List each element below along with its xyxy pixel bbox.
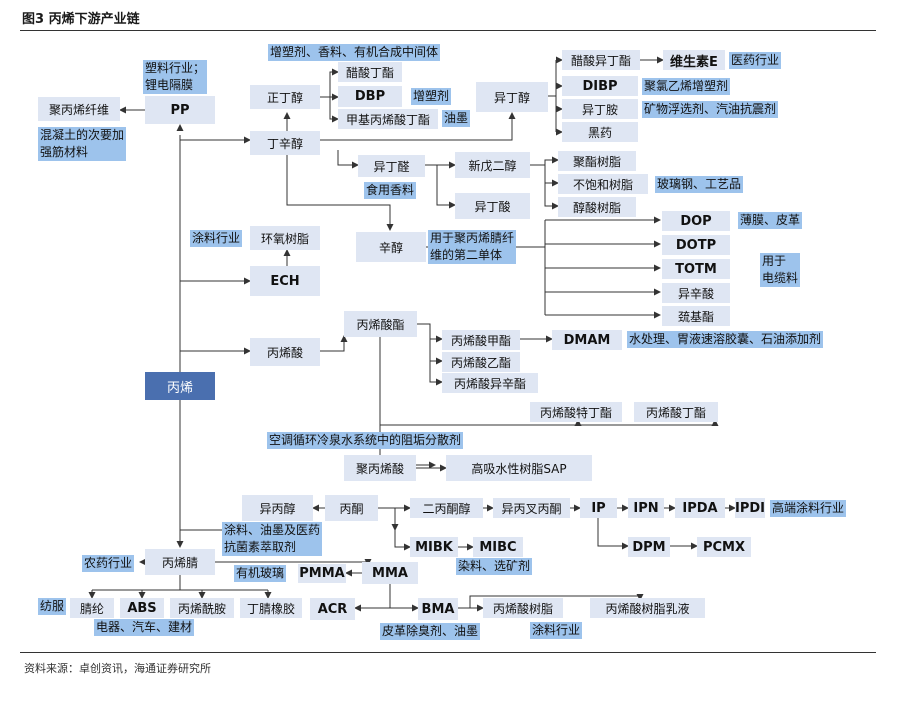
node-isobutyric-acid: 异丁酸: [455, 193, 530, 219]
note-flotation: 矿物浮选剂、汽油抗震剂: [642, 101, 779, 118]
note-concrete: 混凝土的次要加 强筋材料: [38, 127, 127, 161]
note-medicine: 医药行业: [729, 52, 782, 69]
note-film-leather: 薄膜、皮革: [738, 212, 803, 229]
node-unsat-resin: 不饱和树脂: [558, 174, 648, 194]
node-tert-butyl-acrylate: 丙烯酸特丁酯: [530, 402, 622, 422]
node-methyl-acrylate: 丙烯酸甲酯: [442, 330, 520, 350]
node-ethyl-acrylate: 丙烯酸乙酯: [442, 352, 520, 372]
note-coating-industry-2: 涂料行业: [530, 622, 583, 639]
node-nbr: 丁腈橡胶: [240, 598, 302, 618]
node-octanol: 辛醇: [356, 232, 426, 262]
node-butyl-mma: 甲基丙烯酸丁酯: [338, 109, 438, 129]
node-acr: ACR: [310, 598, 355, 620]
node-acrylonitrile: 丙烯腈: [145, 549, 215, 575]
node-mibk: MIBK: [410, 537, 458, 557]
node-acrylamide: 丙烯酰胺: [170, 598, 234, 618]
note-coating-ink-medicine: 涂料、油墨及医药 抗菌素萃取剂: [222, 522, 323, 556]
node-ipda: IPDA: [675, 498, 725, 518]
node-isobutyraldehyde: 异丁醛: [358, 155, 425, 177]
node-black-drug: 黑药: [562, 122, 638, 142]
node-pp-fiber: 聚丙烯纤维: [38, 97, 120, 121]
node-totm: TOTM: [662, 259, 730, 279]
figure-source: 资料来源：卓创资讯，海通证券研究所: [24, 662, 211, 675]
node-diacetone-alcohol: 二丙酮醇: [410, 498, 483, 518]
node-isobutylamine: 异丁胺: [562, 99, 638, 119]
node-isopropanol: 异丙醇: [242, 495, 313, 521]
note-appliance: 电器、汽车、建材: [94, 619, 195, 636]
node-thiol-ester: 巯基酯: [662, 306, 730, 326]
node-pcmx: PCMX: [697, 537, 751, 557]
note-hiend-coating: 高端涂料行业: [770, 500, 847, 517]
node-npg: 新戊二醇: [455, 152, 530, 178]
node-alkyd-resin: 醇酸树脂: [558, 197, 636, 217]
note-plasticizer: 增塑剂: [411, 88, 452, 105]
bottom-rule: [20, 652, 876, 653]
node-acrylate: 丙烯酸酯: [344, 311, 417, 337]
node-bma: BMA: [418, 598, 458, 620]
note-ink: 油墨: [442, 110, 471, 127]
node-acrylic-acid: 丙烯酸: [250, 338, 320, 366]
node-butyl-octanol: 丁辛醇: [250, 131, 320, 155]
node-polyester-resin: 聚酯树脂: [558, 151, 636, 171]
node-mesityl-oxide: 异丙叉丙酮: [493, 498, 570, 518]
node-polyacrylic-acid: 聚丙烯酸: [344, 455, 416, 481]
note-dye-flotation: 染料、选矿剂: [456, 558, 533, 575]
node-acetone: 丙酮: [325, 495, 378, 521]
node-isooctyl-acrylate: 丙烯酸异辛酯: [442, 373, 538, 393]
node-mma: MMA: [362, 562, 418, 584]
node-ip: IP: [580, 498, 617, 518]
figure-title: 图3 丙烯下游产业链: [22, 12, 140, 27]
node-dpm: DPM: [628, 537, 670, 557]
note-ac-dispersant: 空调循环冷泉水系统中的阻垢分散剂: [267, 432, 464, 449]
node-butyl-acrylate: 丙烯酸丁酯: [634, 402, 718, 422]
node-acrylic-fiber: 腈纶: [70, 598, 114, 618]
note-pp-use: 塑料行业； 锂电隔膜: [143, 60, 208, 94]
node-sap: 高吸水性树脂SAP: [446, 455, 592, 481]
node-isobutanol: 异丁醇: [476, 82, 548, 112]
note-pesticide: 农药行业: [82, 555, 135, 572]
node-n-butanol: 正丁醇: [250, 85, 320, 109]
node-dmam: DMAM: [552, 330, 622, 350]
node-acrylic-emulsion: 丙烯酸树脂乳液: [590, 598, 705, 618]
note-plasticizer-intermediate: 增塑剂、香料、有机合成中间体: [268, 44, 441, 61]
node-dop: DOP: [662, 211, 730, 231]
node-pp: PP: [145, 96, 215, 124]
note-water-treatment: 水处理、胃液速溶胶囊、石油添加剂: [627, 331, 824, 348]
node-mibc: MIBC: [473, 537, 523, 557]
note-pvc-plasticizer: 聚氯乙烯增塑剂: [642, 78, 731, 95]
node-abs: ABS: [120, 598, 164, 618]
node-pmma: PMMA: [298, 564, 346, 583]
node-vitamin-e: 维生素E: [663, 50, 725, 70]
note-cable: 用于 电缆料: [760, 253, 801, 287]
node-butyl-acetate: 醋酸丁酯: [338, 62, 402, 82]
note-leather-ink: 皮革除臭剂、油墨: [380, 623, 481, 640]
node-epoxy-resin: 环氧树脂: [250, 226, 320, 250]
node-acrylic-resin: 丙烯酸树脂: [483, 598, 563, 618]
note-textile: 纺服: [38, 598, 67, 615]
note-food-flavor: 食用香料: [364, 182, 417, 199]
node-dibp: DIBP: [562, 76, 638, 96]
note-organic-glass: 有机玻璃: [234, 565, 287, 582]
node-propylene: 丙烯: [145, 372, 215, 400]
note-pan-monomer: 用于聚丙烯腈纤 维的第二单体: [428, 230, 517, 264]
node-dotp: DOTP: [662, 235, 730, 255]
node-dbp: DBP: [338, 86, 402, 107]
node-isooctanoic: 异辛酸: [662, 283, 730, 303]
node-ech: ECH: [250, 266, 320, 296]
note-glass-fiber: 玻璃钢、工艺品: [655, 176, 744, 193]
note-coating-industry: 涂料行业: [190, 230, 243, 247]
node-ipdi: IPDI: [735, 498, 765, 518]
node-isobutyl-acetate: 醋酸异丁酯: [562, 50, 640, 70]
node-ipn: IPN: [628, 498, 664, 518]
top-rule: [20, 30, 876, 31]
